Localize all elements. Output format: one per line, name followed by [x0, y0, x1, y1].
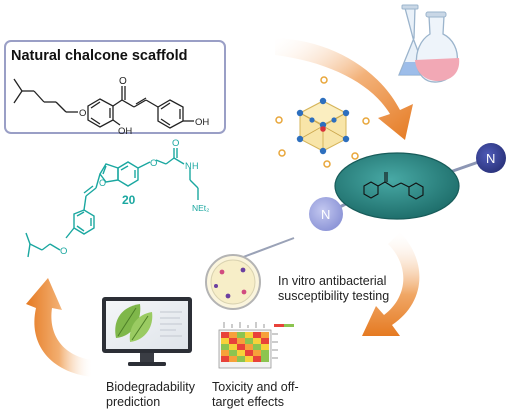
ellipse-chalcone-structure [363, 172, 424, 200]
network-node-left-label: N [321, 207, 330, 222]
petri-dish-icon [205, 254, 261, 310]
chalcone-OH-2-overlay: OH [195, 117, 209, 128]
chalcone-ether-O-overlay: O [79, 108, 86, 119]
bio-caption-line1: Biodegradability [106, 380, 195, 394]
toxicity-caption: Toxicity and off- target effects [212, 380, 322, 410]
network-node-left [309, 197, 343, 231]
chalcone-OH-1-overlay: OH [118, 126, 132, 137]
network-model: N N [229, 143, 506, 263]
curved-arrow-icon-3 [26, 278, 92, 377]
chalcone-carbonyl-O-overlay: O [119, 76, 127, 87]
heatmap-icon [218, 322, 294, 369]
c20-H: H [192, 161, 199, 171]
invitro-caption-line1: In vitro antibacterial [278, 274, 387, 288]
title-box [4, 40, 226, 134]
c20-N: N [185, 161, 192, 171]
biodegradability-caption: Biodegradability prediction [106, 380, 216, 410]
curved-arrow-icon-2 [362, 232, 420, 336]
computer-monitor-icon [102, 297, 192, 366]
invitro-caption-line2: susceptibility testing [278, 289, 390, 303]
compound-20-structure [25, 148, 199, 258]
c20-NEt2: NEt₂ [192, 203, 209, 213]
tox-caption-line2: target effects [212, 395, 285, 409]
network-node-right [476, 143, 506, 173]
network-node-right-label: N [486, 151, 495, 166]
invitro-caption: In vitro antibacterial susceptibility te… [278, 274, 408, 304]
flask-icon [398, 4, 460, 83]
bio-caption-line2: prediction [106, 395, 161, 409]
curved-arrow-icon [275, 38, 413, 140]
c20-carbonyl-O: O [172, 138, 179, 149]
c20-ring-O: O [99, 178, 106, 188]
diagram-title: Natural chalcone scaffold [11, 48, 188, 64]
tox-caption-line1: Toxicity and off- [212, 380, 299, 394]
node-ellipse [334, 152, 460, 220]
crystal-lattice-icon [275, 76, 370, 168]
c20-linker-O: O [150, 158, 157, 169]
c20-prenyl-O: O [60, 246, 67, 257]
compound-number: 20 [122, 193, 136, 207]
